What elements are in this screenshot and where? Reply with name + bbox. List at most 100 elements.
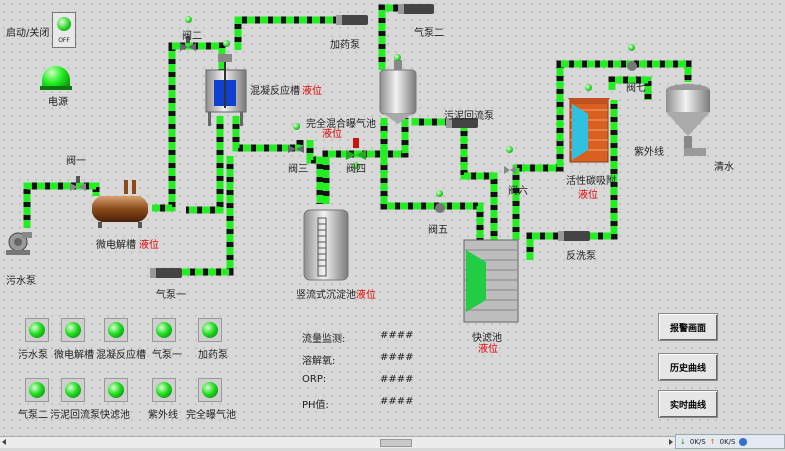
download-speed: 0K/S	[689, 437, 706, 446]
settler-level: 液位	[356, 290, 376, 301]
blower-icons[interactable]	[150, 4, 590, 278]
dosing-pump-label: 加药泵	[330, 40, 360, 51]
fast-filter-label: 快滤池	[472, 333, 502, 344]
uv-label: 紫外线	[634, 147, 664, 158]
indicator-lamp-2	[61, 318, 85, 342]
settler-label: 竖流式沉淀池	[296, 290, 356, 301]
indicator-lamp-8	[104, 378, 128, 402]
valve1-icon	[70, 176, 86, 191]
backwash-pump-label: 反洗泵	[566, 251, 596, 262]
indicator-label-2: 微电解槽	[54, 350, 94, 361]
upload-arrow-icon: ↑	[709, 437, 716, 446]
valve7-label: 阀七	[626, 83, 646, 94]
mix-tank-label: 完全混合曝气池	[306, 119, 376, 130]
micro-electrolysis-tank-icon[interactable]	[92, 180, 148, 228]
valve4-status-dot	[352, 162, 359, 169]
power-label: 电源	[48, 97, 68, 108]
valve3-status-dot	[293, 123, 300, 130]
valve2-status-dot	[185, 16, 192, 23]
activated-carbon-tank-icon[interactable]	[568, 98, 610, 163]
network-globe-icon	[739, 437, 748, 446]
indicator-label-9: 紫外线	[148, 410, 178, 421]
valve3-icon	[288, 145, 304, 153]
download-arrow-icon: ↓	[680, 437, 686, 446]
alarm-screen-button[interactable]: 报警画面	[658, 313, 718, 341]
carbon-tank-level: 液位	[578, 190, 598, 201]
indicator-lamp-9	[152, 378, 176, 402]
sludge-pump-label: 污泥回流泵	[444, 111, 494, 122]
flow-label: 流量监测:	[302, 334, 346, 345]
scroll-thumb[interactable]	[380, 439, 412, 447]
valve3-label: 阀三	[288, 164, 308, 175]
realtime-curve-button[interactable]: 实时曲线	[658, 390, 718, 418]
network-status-widget: ↓ 0K/S ↑ 0K/S	[675, 434, 785, 449]
scroll-right-arrow-icon[interactable]	[669, 439, 673, 445]
mix-tank-level: 液位	[322, 129, 342, 140]
valve7-status-dot	[628, 44, 635, 51]
valve6-status-dot	[506, 146, 513, 153]
micro-tank-label: 微电解槽	[96, 240, 136, 251]
do-value: ####	[380, 352, 414, 363]
sewage-pump-label: 污水泵	[6, 276, 36, 287]
valve5-label: 阀五	[428, 225, 448, 236]
indicator-lamp-6	[25, 378, 49, 402]
indicator-lamp-4	[152, 318, 176, 342]
flow-value: ####	[380, 330, 414, 341]
clean-water-label: 清水	[714, 162, 734, 173]
ph-label: PH值:	[302, 400, 329, 411]
indicator-label-4: 气泵一	[152, 350, 182, 361]
coag-tank-label: 混凝反应槽	[250, 86, 300, 97]
indicator-lamp-7	[61, 378, 85, 402]
valve6-icon	[504, 166, 516, 174]
air-pump2-label: 气泵二	[414, 28, 444, 39]
fast-filter-level: 液位	[478, 344, 498, 355]
mix-status-dot	[394, 54, 401, 61]
start-stop-switch[interactable]: OFF	[52, 12, 76, 48]
fast-filter-icon[interactable]	[463, 239, 519, 323]
upload-speed: 0K/S	[719, 437, 736, 446]
history-curve-button[interactable]: 历史曲线	[658, 353, 718, 381]
valve7-icon	[627, 61, 637, 71]
vertical-settler-icon[interactable]	[303, 209, 349, 281]
ph-value: ####	[380, 396, 414, 407]
power-lamp-icon	[42, 66, 70, 88]
indicator-label-3: 混凝反应槽	[96, 350, 146, 361]
sewage-pump-icon[interactable]	[6, 232, 32, 255]
coag-tank-level: 液位	[302, 86, 322, 97]
carbon-status-dot	[585, 84, 592, 91]
mixing-aeration-tank-icon[interactable]	[379, 60, 417, 124]
valve5-icon	[435, 203, 445, 213]
indicator-label-10: 完全曝气池	[186, 410, 236, 421]
power-lamp-base	[40, 86, 72, 90]
valve6-label: 阀六	[508, 186, 528, 197]
valve2-icon	[180, 36, 196, 51]
orp-value: ####	[380, 374, 414, 385]
valve4-label: 阀四	[346, 164, 366, 175]
valve2-label: 阀二	[182, 31, 202, 42]
scroll-left-arrow-icon[interactable]	[2, 439, 6, 445]
valve1-label: 阀一	[66, 156, 86, 167]
indicator-lamp-5	[198, 318, 222, 342]
indicator-lamp-1	[25, 318, 49, 342]
indicator-label-5: 加药泵	[198, 350, 228, 361]
valve-icons[interactable]	[70, 36, 637, 213]
switch-text: OFF	[58, 37, 70, 44]
micro-tank-level: 液位	[139, 240, 159, 251]
air-pump1-label: 气泵一	[156, 290, 186, 301]
orp-label: ORP:	[302, 374, 327, 385]
valve5-status-dot	[436, 190, 443, 197]
indicator-label-1: 污水泵	[18, 350, 48, 361]
switch-lamp-icon	[57, 17, 71, 31]
indicator-lamp-10	[198, 378, 222, 402]
start-stop-label: 启动/关闭	[6, 28, 50, 39]
coagulation-tank-icon[interactable]	[205, 54, 247, 126]
coag-status-dot	[223, 40, 230, 47]
carbon-tank-label: 活性碳吸附	[566, 176, 616, 187]
uv-hopper-icon[interactable]	[666, 84, 710, 156]
horizontal-scrollbar[interactable]	[0, 436, 675, 448]
indicator-label-6: 气泵二	[18, 410, 48, 421]
indicator-lamp-3	[104, 318, 128, 342]
indicator-label-8: 快滤池	[100, 410, 130, 421]
do-label: 溶解氧:	[302, 356, 336, 367]
